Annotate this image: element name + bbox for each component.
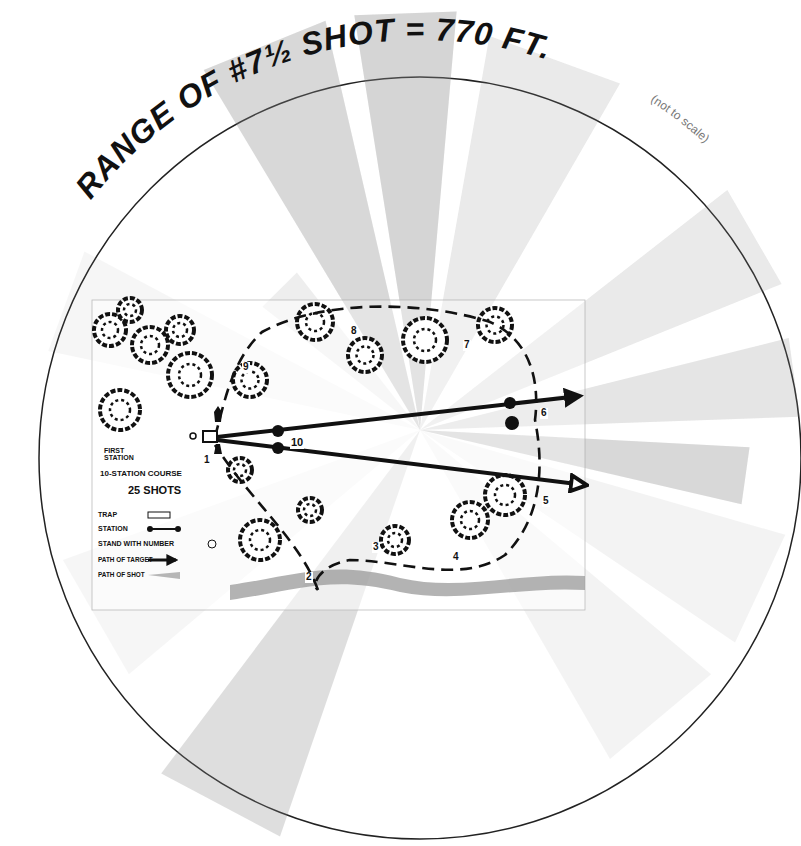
stream-band (230, 570, 585, 600)
tree (298, 498, 322, 522)
scale-note: (not to scale) (648, 92, 712, 146)
range-title: RANGE OF #7½ SHOT = 770 FT. (68, 11, 557, 205)
legend-entry: STATION (98, 525, 128, 532)
callout-number: 10 (290, 437, 304, 449)
callout-number: 1 (203, 455, 211, 466)
shot-fall-zones-over-map (204, 12, 800, 505)
shot-fall-zones (48, 12, 799, 837)
station-dot (505, 416, 519, 430)
callout-number: 4 (452, 552, 460, 563)
legend-entry: PATH OF TARGET (98, 556, 153, 563)
tree (166, 316, 194, 344)
legend-entry: PATH OF SHOT (98, 571, 145, 578)
legend-entry: TRAP (98, 511, 117, 518)
shot-fan (420, 430, 750, 504)
tree (132, 327, 168, 363)
tree (297, 304, 333, 340)
trees (94, 298, 525, 560)
station-dot (272, 425, 284, 437)
walking-route (215, 307, 540, 590)
course-label: 25 SHOTS (128, 485, 181, 497)
station-dot (272, 442, 284, 454)
course-map (92, 300, 585, 610)
callout-number: 2 (305, 572, 313, 583)
shot-fan (420, 338, 800, 430)
target-path (217, 396, 580, 437)
shooter-figure (214, 406, 222, 454)
target-path (217, 440, 585, 485)
tree (240, 520, 280, 560)
trap-house (203, 431, 217, 442)
tree (233, 363, 267, 397)
course-label: FIRST STATION (104, 447, 144, 462)
tree (348, 338, 382, 372)
tree (100, 390, 140, 430)
callout-number: 3 (372, 542, 380, 553)
callout-number: 6 (540, 408, 548, 419)
course-label: 10-STATION COURSE (100, 470, 182, 478)
tree (452, 502, 488, 538)
station-dot (504, 397, 516, 409)
callout-number: 7 (463, 340, 471, 351)
tree (118, 298, 142, 322)
tree (478, 308, 512, 342)
tree (403, 318, 447, 362)
legend-entry: STAND WITH NUMBER (98, 540, 174, 547)
callout-number: 9 (242, 362, 250, 373)
tree (485, 475, 525, 515)
arc-note: (not to scale) (648, 92, 712, 146)
arc-labels: RANGE OF #7½ SHOT = 770 FT. (68, 11, 557, 205)
trap-marker (190, 433, 196, 439)
callout-number: 8 (350, 326, 358, 337)
callout-number: 5 (542, 496, 550, 507)
tree (168, 353, 212, 397)
tree (381, 526, 409, 554)
